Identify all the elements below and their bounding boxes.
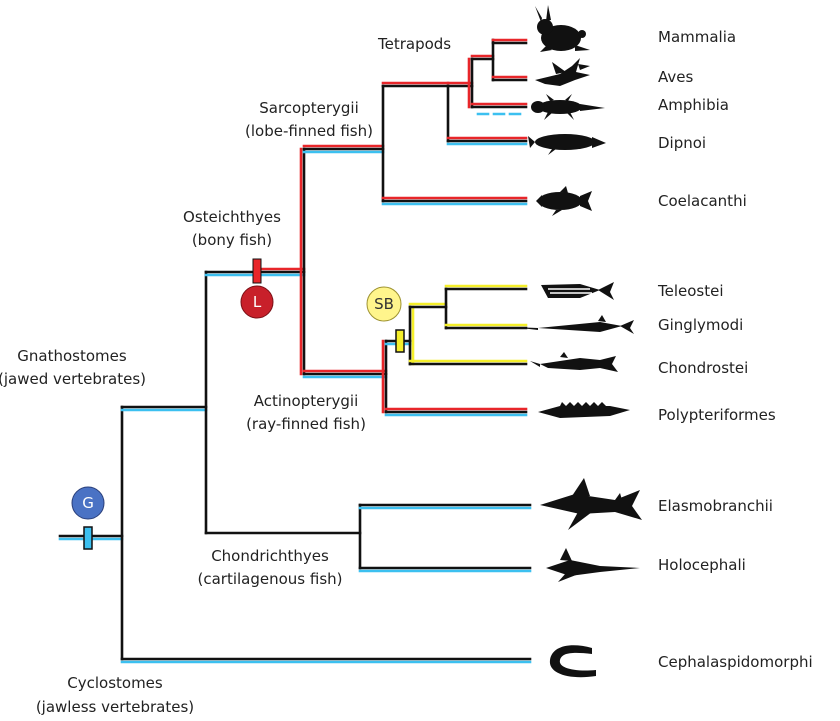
marker-g-tick	[84, 527, 92, 549]
taxon-label: Elasmobranchii	[658, 497, 773, 515]
rabbit-icon	[535, 5, 590, 52]
clade-sarcopterygii-sub: (lobe-finned fish)	[245, 122, 373, 140]
taxon-label: Amphibia	[658, 96, 729, 114]
taxon-label: Coelacanthi	[658, 192, 747, 210]
clade-tetrapods: Tetrapods	[377, 35, 451, 53]
clade-cyclostomes-sub: (jawless vertebrates)	[36, 698, 194, 716]
taxon-label: Teleostei	[657, 282, 724, 300]
clade-chondrichthyes: Chondrichthyes	[211, 547, 329, 565]
marker-g-label: G	[82, 494, 94, 512]
clade-chondrichthyes-sub: (cartilagenous fish)	[197, 570, 342, 588]
taxon-label: Aves	[658, 68, 693, 86]
taxon-label: Dipnoi	[658, 134, 706, 152]
bichir-icon	[538, 402, 630, 418]
marker-sb-tick	[396, 330, 404, 352]
marker-l-label: L	[253, 293, 262, 311]
clade-sarcopterygii: Sarcopterygii	[259, 99, 359, 117]
clade-osteichthyes-sub: (bony fish)	[192, 231, 272, 249]
taxon-label: Holocephali	[658, 556, 746, 574]
clade-gnathostomes: Gnathostomes	[17, 347, 127, 365]
clade-actinopterygii-sub: (ray-finned fish)	[246, 415, 366, 433]
marker-l-tick	[253, 259, 261, 283]
silhouettes	[512, 5, 642, 677]
clade-cyclostomes: Cyclostomes	[67, 674, 163, 692]
lamprey-icon	[550, 645, 596, 677]
taxon-label: Ginglymodi	[658, 316, 743, 334]
taxon-label: Polypteriformes	[658, 406, 776, 424]
shark-icon	[540, 478, 642, 530]
taxon-label: Chondrostei	[658, 359, 748, 377]
salamander-icon	[531, 94, 605, 120]
gar-icon	[512, 315, 634, 334]
zebrafish-icon	[541, 282, 614, 300]
clade-osteichthyes: Osteichthyes	[183, 208, 281, 226]
bird-icon	[535, 58, 590, 86]
clade-gnathostomes-sub: (jawed vertebrates)	[0, 370, 146, 388]
chimaera-icon	[546, 548, 640, 582]
clade-actinopterygii: Actinopterygii	[254, 392, 359, 410]
marker-sb-label: SB	[374, 295, 394, 313]
coelacanth-icon	[536, 186, 592, 216]
lungfish-icon	[528, 134, 606, 155]
taxon-label: Mammalia	[658, 28, 736, 46]
sturgeon-icon	[530, 352, 618, 372]
taxon-label: Cephalaspidomorphi	[658, 653, 813, 671]
taxon-labels: Mammalia Aves Amphibia Dipnoi Coelacanth…	[657, 28, 813, 671]
